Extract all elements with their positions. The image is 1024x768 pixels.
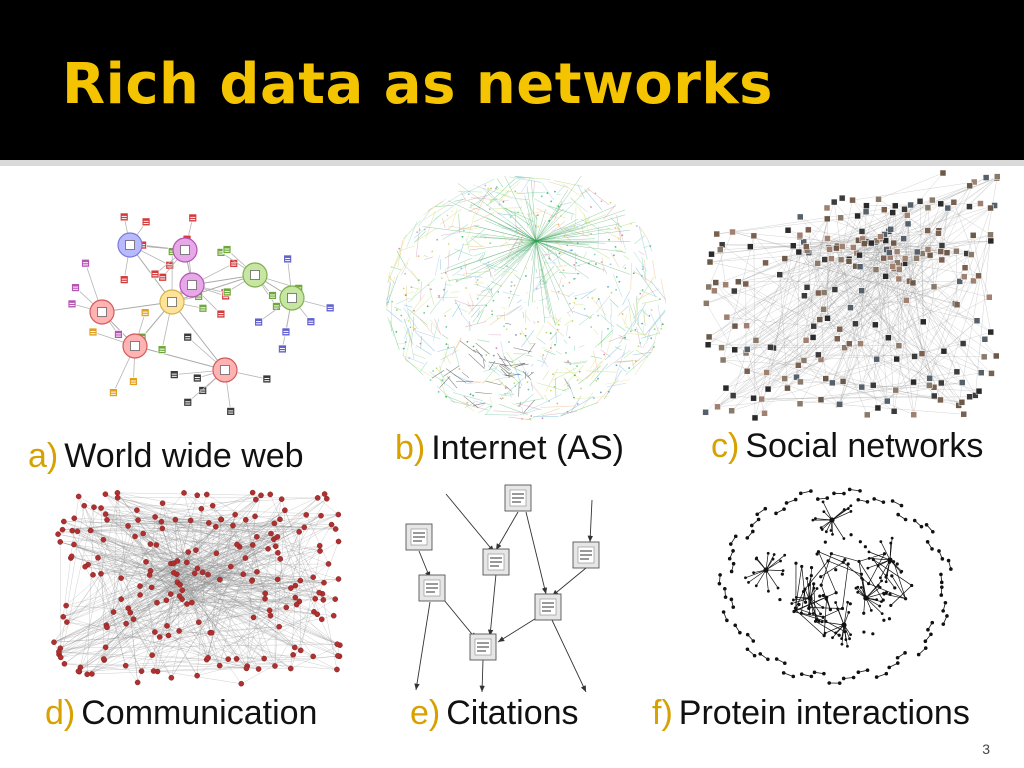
header-divider — [0, 160, 1024, 166]
slide-header: Rich data as networks — [0, 0, 1024, 160]
communication-network-image — [40, 482, 352, 694]
protein-network-image — [714, 480, 964, 692]
citations-network-image — [386, 482, 626, 692]
internet-network-image — [376, 176, 668, 430]
caption-letter: d) — [45, 694, 76, 732]
caption-protein-interactions: f)Protein interactions — [652, 694, 970, 733]
caption-label: Social networks — [745, 427, 984, 465]
caption-citations: e)Citations — [410, 694, 579, 733]
slide-title: Rich data as networks — [62, 52, 773, 117]
caption-world-wide-web: a)World wide web — [28, 437, 304, 476]
caption-label: Citations — [446, 694, 579, 732]
caption-letter: a) — [28, 437, 59, 475]
social-network-image — [683, 168, 1003, 426]
caption-label: Protein interactions — [678, 694, 970, 732]
caption-letter: f) — [652, 694, 673, 732]
caption-social-networks: c)Social networks — [711, 427, 983, 466]
caption-label: Internet (AS) — [431, 429, 624, 467]
caption-letter: c) — [711, 427, 740, 465]
caption-communication: d)Communication — [45, 694, 317, 733]
page-number: 3 — [982, 741, 990, 757]
caption-letter: e) — [410, 694, 441, 732]
caption-label: Communication — [81, 694, 318, 732]
caption-letter: b) — [395, 429, 426, 467]
caption-internet-as: b)Internet (AS) — [395, 429, 624, 468]
caption-label: World wide web — [64, 437, 304, 475]
www-network-image — [30, 180, 360, 420]
